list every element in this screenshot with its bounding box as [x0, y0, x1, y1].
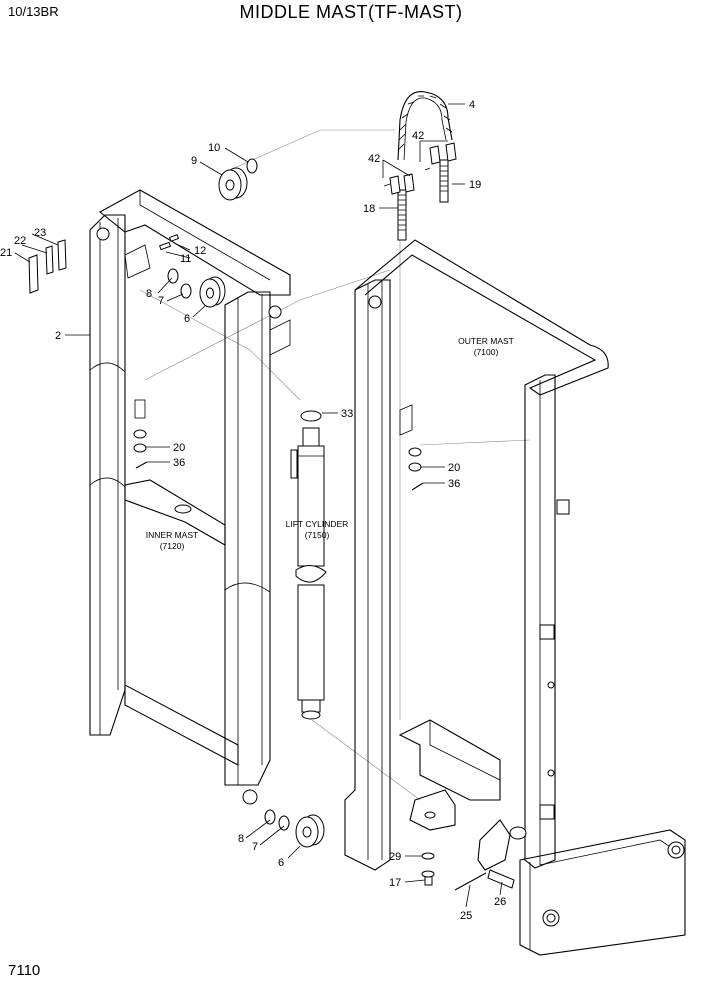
- lift-cylinder-label: LIFT CYLINDER: [286, 519, 349, 529]
- callout-9: 9: [191, 155, 197, 167]
- lift-cylinder-code: (7150): [305, 530, 330, 540]
- inner-mast-label: INNER MAST: [146, 530, 198, 540]
- top-roller-assembly: [218, 158, 258, 201]
- callout-36: 36: [448, 478, 460, 490]
- callout-26: 26: [494, 896, 506, 908]
- callout-12: 12: [194, 245, 206, 257]
- callout-33: 33: [341, 408, 353, 420]
- bottom-small-parts: [421, 819, 527, 891]
- chain: [397, 91, 453, 161]
- callout-10: 10: [208, 142, 220, 154]
- callout-2: 2: [55, 330, 61, 342]
- nuts-20-36-left: [133, 399, 148, 469]
- callout-23: 23: [34, 227, 46, 239]
- outer-mast-code: (7100): [474, 347, 499, 357]
- callout-7: 7: [252, 841, 258, 853]
- leader-lines: [14, 103, 503, 908]
- callout-7: 7: [158, 295, 164, 307]
- anchor-bolts: [383, 142, 457, 241]
- callout-20: 20: [173, 442, 185, 454]
- callout-22: 22: [14, 235, 26, 247]
- callout-17: 17: [389, 877, 401, 889]
- nuts-20-36-right: [408, 447, 424, 491]
- lift-cylinder: [290, 410, 327, 720]
- page-title: MIDDLE MAST(TF-MAST): [239, 2, 463, 22]
- callout-8: 8: [146, 288, 152, 300]
- callout-numbers: 4 42 42 19 18 10 9 12 11 23 22 21 8 7 6 …: [0, 99, 506, 922]
- callout-19: 19: [469, 179, 481, 191]
- callout-6: 6: [184, 313, 190, 325]
- callout-11: 11: [180, 253, 191, 265]
- callout-4: 4: [469, 99, 475, 111]
- callout-25: 25: [460, 910, 472, 922]
- page-number: 7110: [8, 962, 41, 979]
- callout-29: 29: [389, 851, 401, 863]
- callout-42: 42: [412, 130, 424, 142]
- callout-20: 20: [448, 462, 460, 474]
- bottom-roller-assembly: [264, 809, 325, 848]
- outer-mast-label: OUTER MAST: [458, 336, 514, 346]
- callout-18: 18: [363, 203, 375, 215]
- model-code: 10/13BR: [8, 4, 59, 19]
- assembly-labels: OUTER MAST (7100) INNER MAST (7120) LIFT…: [146, 336, 514, 551]
- callout-6: 6: [278, 857, 284, 869]
- outer-mast-frame: [344, 239, 686, 956]
- small-pins-11-12: [158, 234, 180, 251]
- projection-lines: [139, 129, 531, 801]
- callout-36: 36: [173, 457, 185, 469]
- callout-8: 8: [238, 833, 244, 845]
- inner-mast-code: (7120): [160, 541, 185, 551]
- inner-mast-frame: [89, 189, 291, 805]
- callout-21: 21: [0, 247, 12, 259]
- plates-21-22-23: [28, 239, 67, 294]
- mid-roller-assembly: [167, 268, 226, 308]
- callout-42: 42: [368, 153, 380, 165]
